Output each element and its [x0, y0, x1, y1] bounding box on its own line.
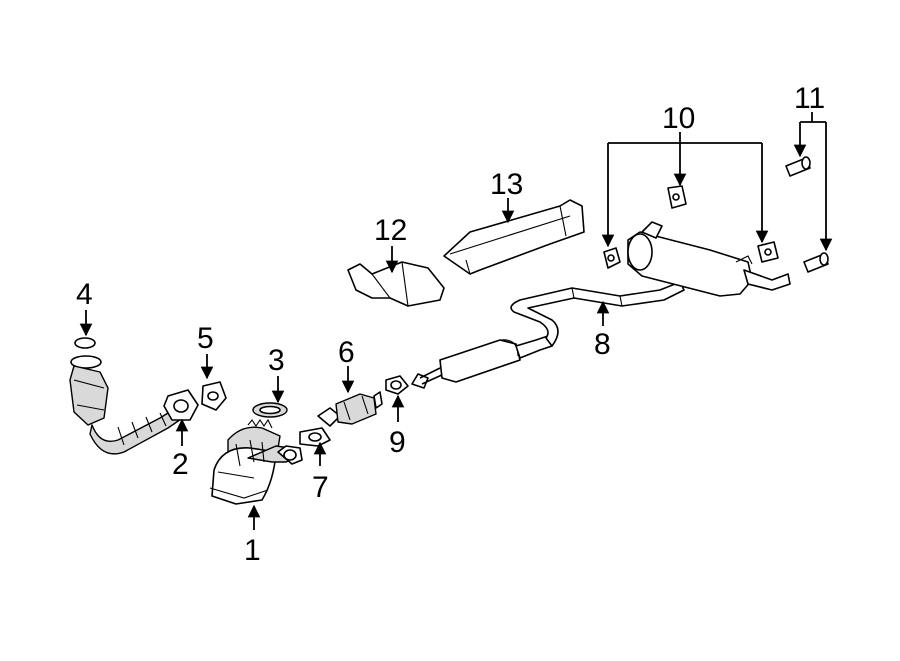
callout-1: 1 [244, 534, 261, 567]
part-12-heat-shield [347, 261, 445, 307]
callout-2: 2 [172, 448, 189, 481]
part-3-gasket [252, 402, 288, 418]
rear-muffler [627, 221, 791, 297]
front-converter-pipe [69, 355, 185, 455]
callout-12: 12 [374, 214, 407, 247]
leader-lines [79, 112, 833, 530]
part-8-intermediate-pipe [411, 281, 685, 389]
callout-11: 11 [794, 82, 825, 115]
part-6-converter [317, 391, 383, 427]
callout-9: 9 [389, 426, 406, 459]
part-4-gasket [74, 337, 96, 349]
callout-5: 5 [197, 322, 214, 355]
part-2-flange [163, 389, 199, 421]
callout-8: 8 [594, 328, 611, 361]
callout-6: 6 [338, 336, 355, 369]
callout-10: 10 [662, 102, 695, 135]
callout-13: 13 [490, 168, 523, 201]
callout-3: 3 [268, 344, 285, 377]
part-5-gasket [201, 381, 227, 411]
part-13-heat-shield [443, 199, 585, 275]
callout-7: 7 [312, 471, 329, 504]
part-1-manifold-converter [209, 418, 303, 505]
part-9-gasket [385, 375, 409, 395]
part-11-tips [785, 156, 829, 273]
callout-4: 4 [76, 278, 93, 311]
part-10-hangers [603, 185, 779, 269]
part-7-gasket [299, 427, 331, 447]
